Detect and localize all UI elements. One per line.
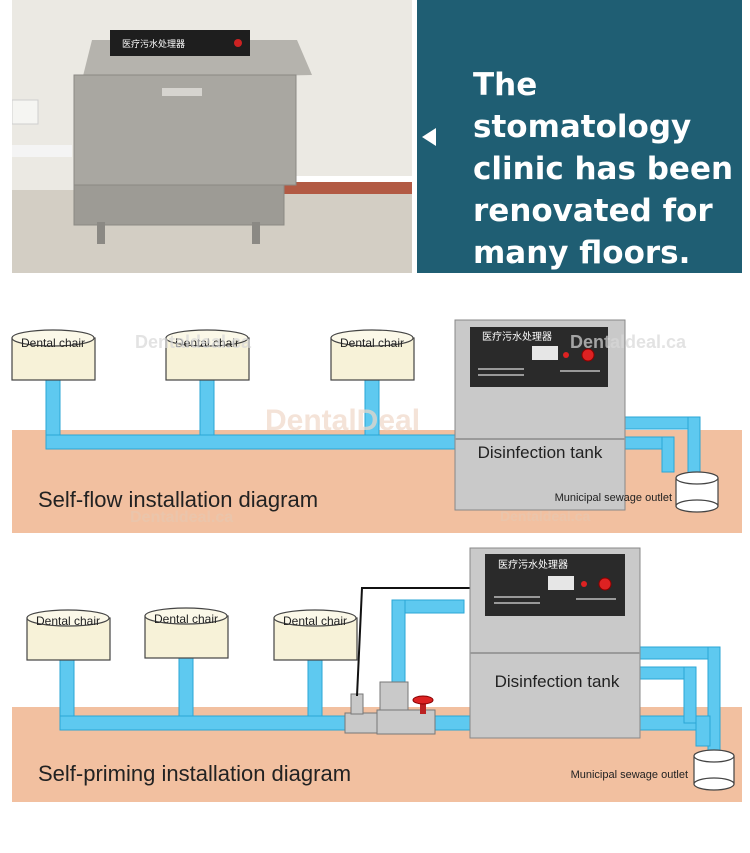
headline-banner: The stomatology clinic has been renovate… — [417, 0, 742, 273]
sewage-outlet — [675, 471, 719, 513]
chair-label: Dental chair — [283, 614, 347, 628]
banner-line: many floors. — [473, 235, 691, 271]
chair-label: Dental chair — [340, 336, 404, 350]
dental-chair: Dental chair — [330, 329, 415, 381]
disinfection-tank: 医疗污水处理器 Disinfection tank — [454, 319, 626, 511]
watermark: Dentaldeal.ca — [135, 332, 252, 352]
tank-label: Disinfection tank — [495, 672, 620, 691]
tank-label: Disinfection tank — [478, 443, 603, 462]
self-flow-diagram: Dental chair Dental chair Dental chair 医… — [0, 290, 750, 540]
chair-label: Dental chair — [21, 336, 85, 350]
control-wire — [356, 587, 471, 697]
dental-chair: Dental chair — [144, 607, 229, 659]
diagram-title: Self-flow installation diagram — [38, 487, 318, 512]
chair-label: Dental chair — [36, 614, 100, 628]
panel-label: 医疗污水处理器 — [482, 330, 552, 343]
outlet-label: Municipal sewage outlet — [555, 492, 672, 504]
watermark: DentalDeal — [265, 404, 420, 437]
sewage-outlet — [693, 749, 735, 791]
dental-chair: Dental chair — [26, 609, 111, 661]
photo-panel-label: 医疗污水处理器 — [122, 38, 185, 49]
banner-line: clinic has been — [473, 151, 734, 187]
chair-label: Dental chair — [154, 612, 218, 626]
pump-assembly — [344, 587, 471, 735]
self-priming-diagram: Dental chair Dental chair Dental chair 医… — [0, 544, 750, 848]
dental-chair: Dental chair — [11, 329, 96, 381]
watermark: Dentaldeal.ca — [130, 509, 233, 526]
dental-chair: Dental chair — [273, 609, 358, 661]
banner-line: renovated for — [473, 193, 713, 229]
dental-chair: Dental chair — [165, 329, 250, 381]
watermark: Dentaldeal.ca — [500, 508, 590, 524]
chair-label: Dental chair — [175, 336, 239, 350]
banner-line: The stomatology — [473, 67, 692, 145]
disinfection-tank: 医疗污水处理器 Disinfection tank — [469, 547, 641, 739]
banner-headline: The stomatology clinic has been renovate… — [473, 64, 735, 274]
product-photo: 医疗污水处理器 — [12, 0, 412, 273]
left-arrow-icon — [422, 128, 436, 146]
diagram-title: Self-priming installation diagram — [38, 761, 351, 786]
outlet-label: Municipal sewage outlet — [571, 769, 688, 781]
panel-label: 医疗污水处理器 — [498, 558, 568, 571]
watermark: Dentaldeal.ca — [570, 332, 687, 352]
